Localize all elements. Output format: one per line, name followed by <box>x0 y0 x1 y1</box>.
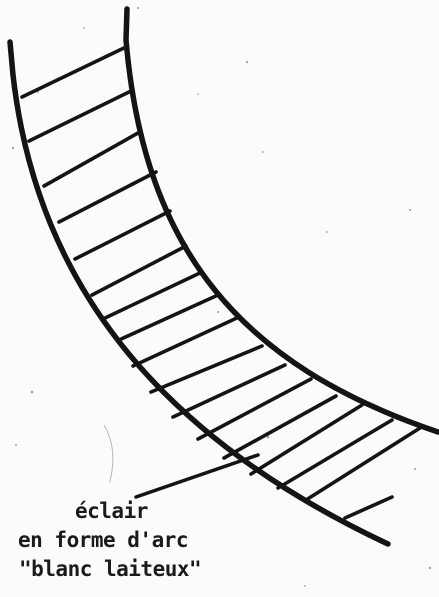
hatch-line <box>59 172 156 222</box>
hatch-line <box>44 133 138 186</box>
stray-pencil-mark <box>104 425 113 482</box>
arc-outer-edge <box>10 42 388 544</box>
hatch-line <box>75 211 170 259</box>
hatch-line <box>22 47 126 97</box>
caption-line-1: éclair <box>75 497 148 526</box>
hatch-line <box>278 420 392 488</box>
caption-line-3: "blanc laiteux" <box>19 555 201 584</box>
hatch-line <box>133 317 239 366</box>
hatch-line <box>224 396 336 458</box>
hatch-line <box>345 497 392 518</box>
hatch-line <box>198 379 311 439</box>
hatch-line <box>29 91 131 141</box>
caption-pointer-line <box>136 455 258 497</box>
hatch-line <box>251 405 362 474</box>
arc-inner-edge <box>126 9 438 432</box>
hatch-line <box>173 365 285 417</box>
caption-line-2: en forme d'arc <box>18 526 188 555</box>
